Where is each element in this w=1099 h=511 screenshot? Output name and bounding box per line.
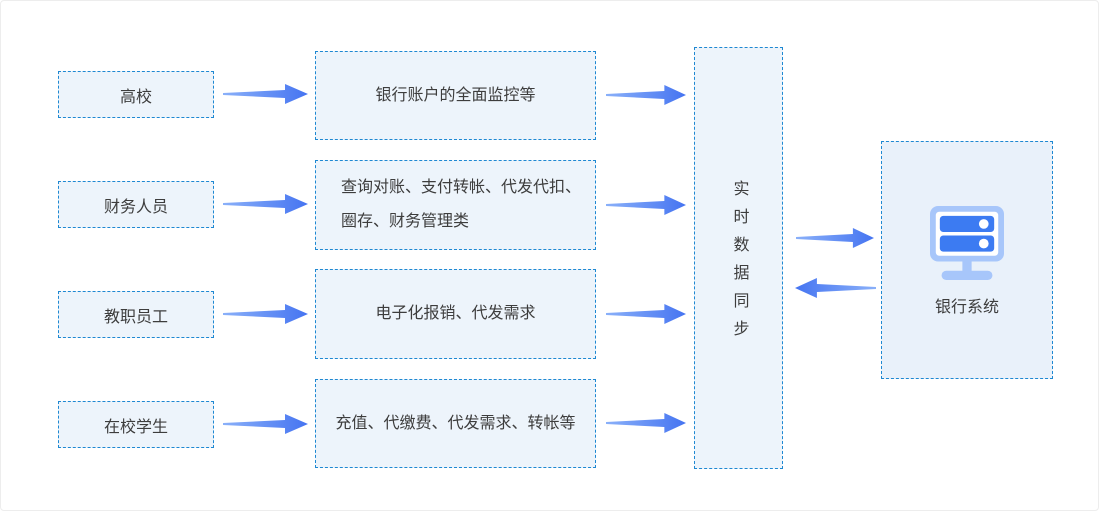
source-box-finance-staff: 财务人员 [58, 181, 214, 228]
source-box-faculty: 教职员工 [58, 291, 214, 338]
arrow-right-icon [223, 304, 308, 324]
service-text: 电子化报销、代发需求 [375, 305, 536, 322]
source-label: 在校学生 [103, 418, 168, 436]
service-text-line1: 查询对账、支付转帐、代发代扣、 [341, 179, 582, 196]
arrow-right-icon [606, 195, 686, 215]
arrow-left-icon [795, 278, 876, 298]
arrow-right-icon [606, 413, 686, 433]
arrow-right-icon [606, 85, 686, 105]
sync-label: 实时数据同步 [730, 180, 748, 348]
server-icon [930, 206, 1004, 280]
service-box-finance: 查询对账、支付转帐、代发代扣、 圈存、财务管理类 [315, 160, 596, 250]
arrow-right-icon [606, 304, 686, 324]
sync-box: 实时数据同步 [694, 47, 783, 469]
arrow-right-icon [223, 414, 308, 434]
arrow-right-icon [223, 84, 308, 104]
bank-system-box: 银行系统 [881, 141, 1053, 379]
service-box-recharge: 充值、代缴费、代发需求、转帐等 [315, 379, 596, 468]
service-text-line2: 圈存、财务管理类 [341, 213, 470, 230]
source-label: 财务人员 [103, 198, 168, 216]
service-text: 银行账户的全面监控等 [375, 86, 536, 104]
service-box-reimbursement: 电子化报销、代发需求 [315, 269, 596, 359]
source-label: 教职员工 [103, 308, 168, 326]
source-box-students: 在校学生 [58, 401, 214, 448]
arrow-right-icon [796, 228, 874, 248]
arrow-right-icon [223, 194, 308, 214]
source-box-university: 高校 [58, 71, 214, 118]
service-text: 充值、代缴费、代发需求、转帐等 [335, 414, 576, 432]
bank-system-label: 银行系统 [934, 299, 999, 316]
service-box-monitoring: 银行账户的全面监控等 [315, 51, 596, 140]
source-label: 高校 [119, 88, 152, 106]
